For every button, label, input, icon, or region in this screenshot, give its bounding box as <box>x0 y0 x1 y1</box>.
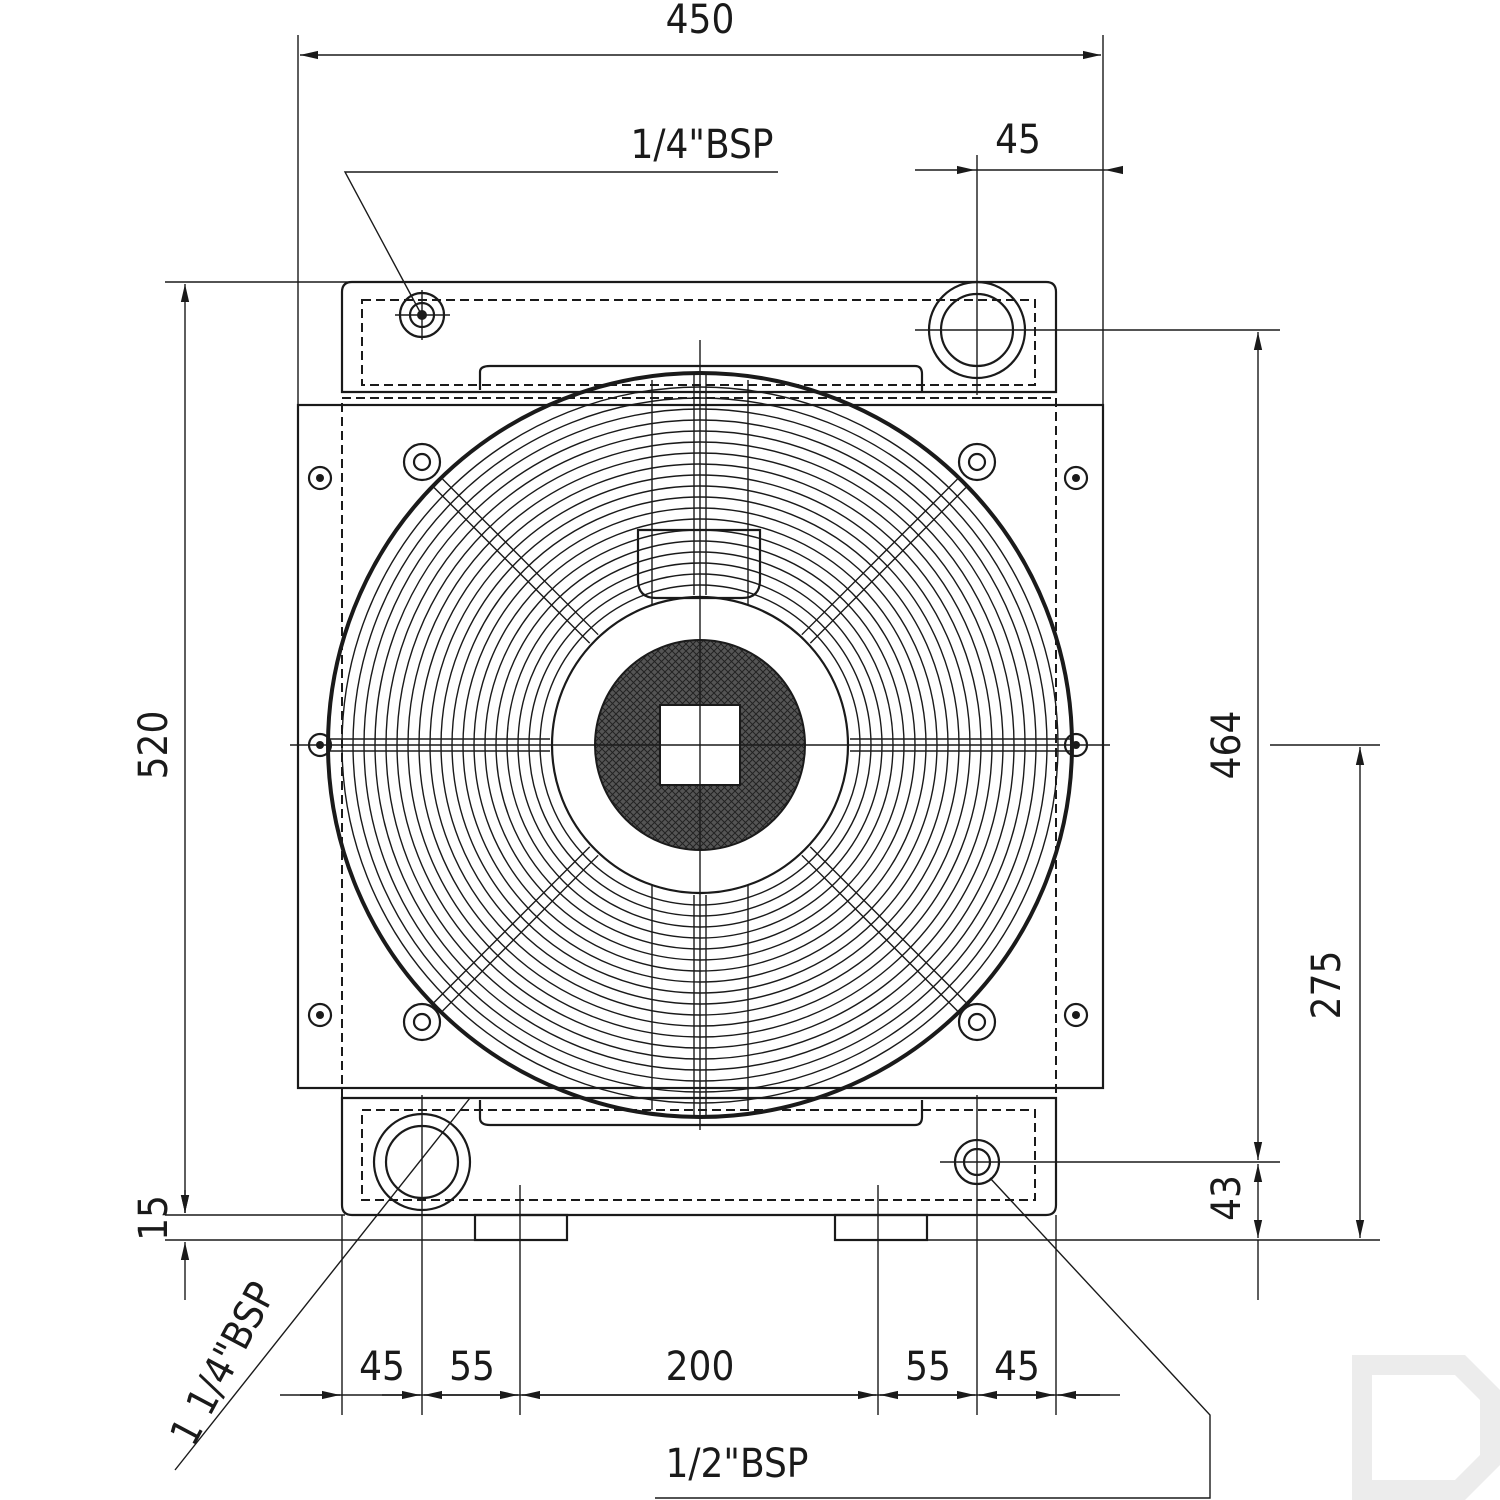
core-bolt-hole <box>316 474 324 482</box>
top-manifold <box>340 280 1058 394</box>
guard-spoke <box>801 478 958 636</box>
core-bolt-hole <box>1072 474 1080 482</box>
dim-bottom-3: 200 <box>666 1344 735 1390</box>
label-port-bottom-left: 1 1/4"BSP <box>162 1275 286 1453</box>
dim-overall-height: 520 <box>131 711 177 780</box>
dim-bottom-1: 45 <box>359 1344 405 1390</box>
logo-watermark <box>1352 1355 1500 1500</box>
dim-top-offset: 45 <box>995 117 1041 163</box>
dim-bottom-2: 55 <box>449 1344 495 1390</box>
dim-bottom-offset: 15 <box>131 1195 177 1241</box>
bolt-icon <box>402 1002 442 1042</box>
dim-port-spacing: 464 <box>1204 711 1250 780</box>
bolt-hole <box>967 452 987 472</box>
motor-connector <box>636 528 762 600</box>
core-bolt-icon <box>307 1002 333 1028</box>
dim-bottom-4: 55 <box>905 1344 951 1390</box>
center-lines <box>290 155 1280 1415</box>
guard-spoke <box>433 487 591 644</box>
guard-spoke <box>442 854 599 1012</box>
label-port-bottom-right: 1/2"BSP <box>666 1441 809 1487</box>
dim-bottom-port-height: 43 <box>1204 1175 1250 1221</box>
dim-bottom-5: 45 <box>994 1344 1040 1390</box>
dim-center-height: 275 <box>1304 951 1350 1020</box>
label-port-top-left: 1/4"BSP <box>631 122 774 168</box>
core-bolt-hole <box>1072 1011 1080 1019</box>
leader-lines <box>174 171 1211 1499</box>
guard-spoke <box>809 846 967 1003</box>
bolt-hole <box>412 1012 432 1032</box>
core-bolt-icon <box>307 465 333 491</box>
bolt-icon <box>957 442 997 482</box>
bottom-manifold <box>340 1096 1058 1242</box>
guard-spoke <box>442 478 599 636</box>
bolt-hole <box>412 452 432 472</box>
core-bolt-icon <box>1063 1002 1089 1028</box>
dimension-lines <box>165 35 1380 1415</box>
bolt-icon <box>957 1002 997 1042</box>
bolt-icon <box>402 442 442 482</box>
bolt-hole <box>967 1012 987 1032</box>
guard-spoke <box>801 854 958 1012</box>
dim-overall-width: 450 <box>666 0 735 43</box>
guard-spoke <box>809 487 967 644</box>
core-bolt-icon <box>1063 465 1089 491</box>
guard-spoke <box>433 846 591 1003</box>
core-bolt-hole <box>316 1011 324 1019</box>
mounting-bolts <box>307 442 1089 1042</box>
